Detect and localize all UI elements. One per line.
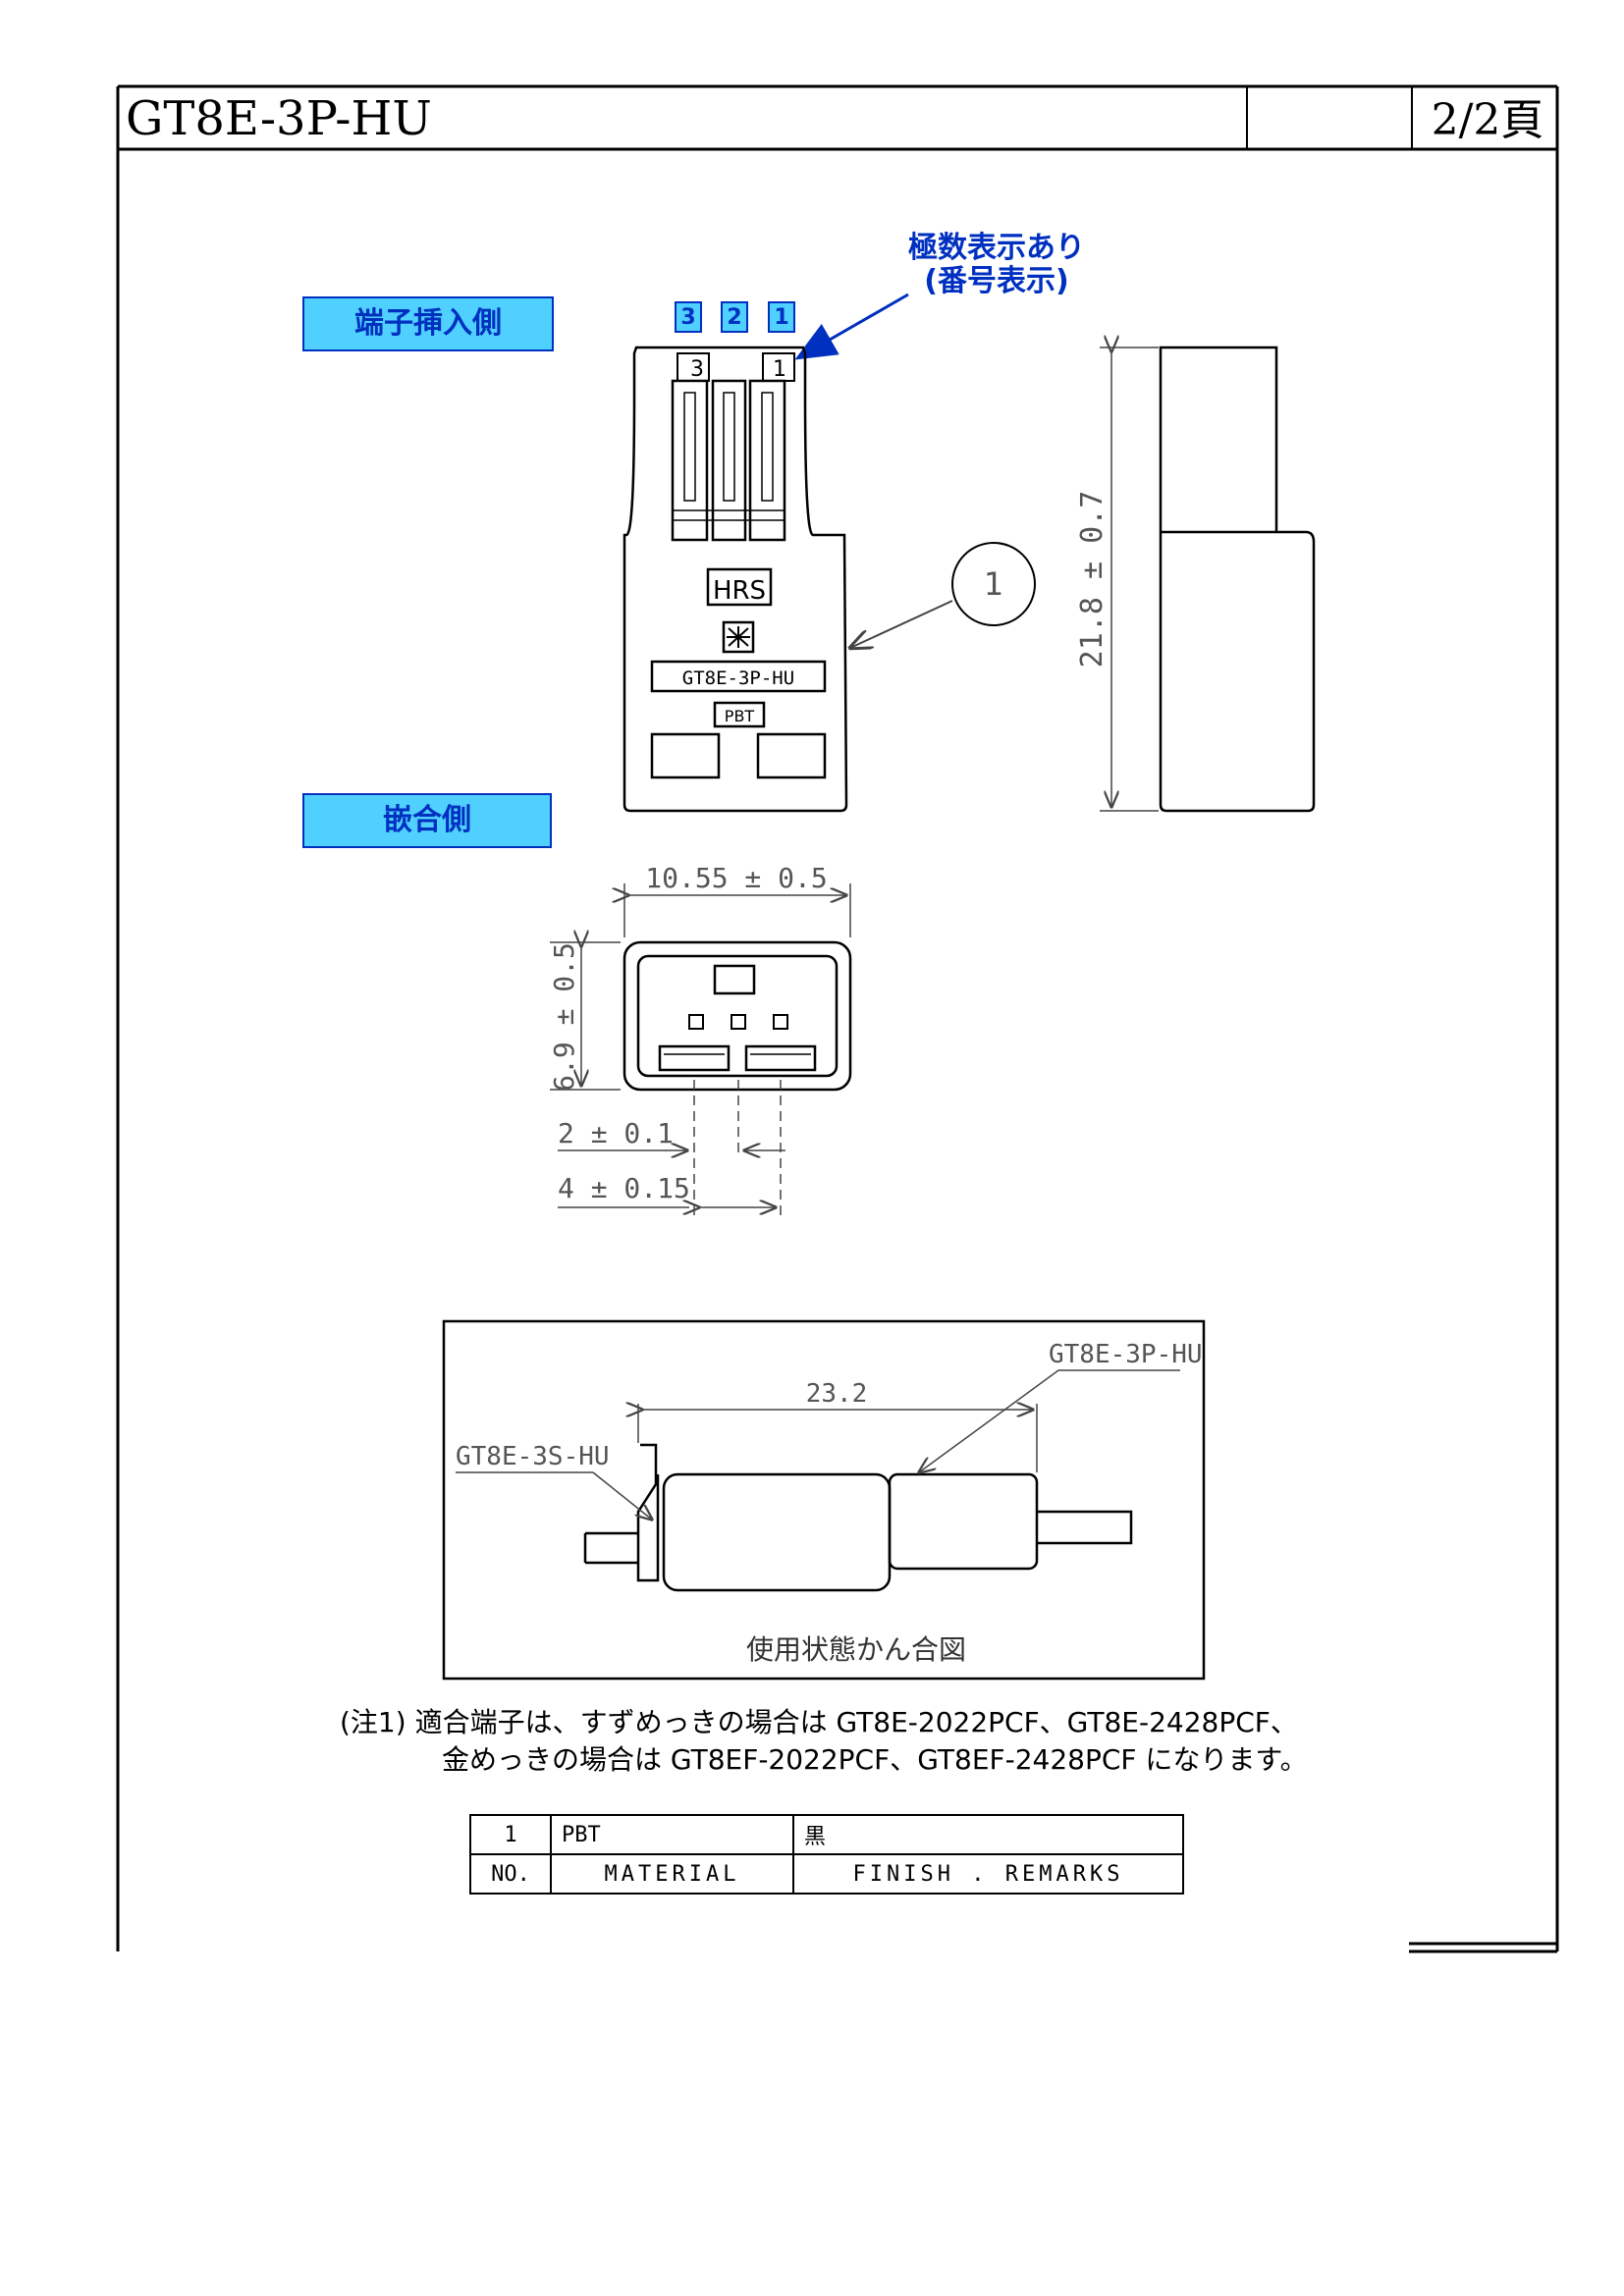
housing-pin-3-label: 3: [690, 357, 704, 382]
pin-number-3-box: 3: [675, 301, 702, 333]
housing-material-mark: PBT: [725, 707, 755, 725]
assembly-caption: 使用状態かん合図: [746, 1633, 966, 1666]
hrs-logo: HRS: [713, 576, 766, 606]
document-title: GT8E-3P-HU: [126, 91, 432, 146]
pitch-dimension: 2 ± 0.1: [558, 1117, 674, 1149]
part-callout-number: 1: [984, 565, 1003, 603]
pin-number-2-box: 2: [721, 301, 748, 333]
pin-number-1-box: 1: [768, 301, 795, 333]
polarity-annotation-line1: 極数表示あり: [908, 231, 1085, 265]
depth-dimension: 6.9 ± 0.5: [548, 942, 580, 1092]
part-callout-circle: [951, 542, 1036, 626]
table-cell-material: PBT: [550, 1814, 794, 1855]
height-dimension: 21.8 ± 0.7: [1075, 491, 1110, 668]
assembly-length-dimension: 23.2: [806, 1379, 868, 1409]
note-line-2: 金めっきの場合は GT8EF-2022PCF、GT8EF-2428PCF になり…: [442, 1743, 1308, 1776]
span-dimension: 4 ± 0.15: [558, 1172, 690, 1204]
terminal-insertion-side-label: 端子挿入側: [302, 296, 554, 351]
polarity-annotation: 極数表示あり (番号表示): [884, 232, 1110, 298]
material-table: 1 PBT 黒 NO. MATERIAL FINISH . REMARKS: [469, 1814, 1184, 1895]
table-header-material: MATERIAL: [550, 1853, 794, 1895]
table-header-row: NO. MATERIAL FINISH . REMARKS: [469, 1853, 1184, 1895]
assembly-figure: [583, 1443, 1133, 1592]
mating-side-label: 嵌合側: [302, 793, 552, 848]
housing-pin-1-label: 1: [773, 357, 786, 382]
polarity-annotation-line2: (番号表示): [924, 264, 1069, 298]
table-row: 1 PBT 黒: [469, 1814, 1184, 1855]
width-dimension: 10.55 ± 0.5: [645, 862, 827, 894]
mating-view: [623, 940, 852, 1092]
polarity-pointer-arrow: [794, 293, 909, 360]
assembly-figure-border: [442, 1319, 1206, 1681]
page-number: 2/2頁: [1431, 95, 1544, 145]
housing-part-number: GT8E-3P-HU: [682, 667, 794, 689]
assembly-plug-label: GT8E-3P-HU: [1049, 1340, 1203, 1369]
assembly-socket-label: GT8E-3S-HU: [456, 1442, 610, 1471]
table-header-finish: FINISH . REMARKS: [792, 1853, 1184, 1895]
applicable-terminal-note: (注1) 適合端子は、すずめっきの場合は GT8E-2022PCF、GT8E-2…: [340, 1704, 1420, 1779]
table-header-no: NO.: [469, 1853, 552, 1895]
part-callout-leader: [850, 600, 953, 648]
front-view: [623, 346, 848, 813]
table-cell-finish: 黒: [792, 1814, 1184, 1855]
note-line-1: (注1) 適合端子は、すずめっきの場合は GT8E-2022PCF、GT8E-2…: [340, 1706, 1298, 1738]
table-cell-no: 1: [469, 1814, 552, 1855]
side-view: [1159, 346, 1316, 813]
